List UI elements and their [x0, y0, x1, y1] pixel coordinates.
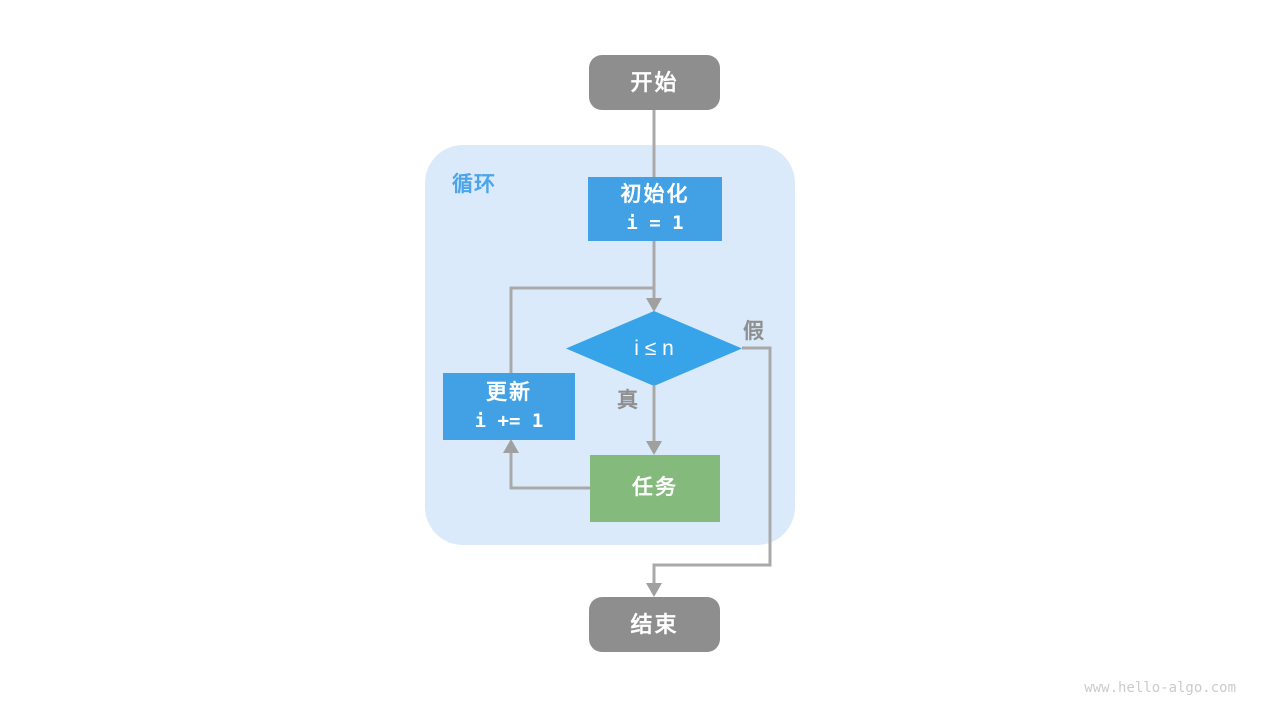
arrowhead-into-update: [503, 439, 519, 453]
connector-task-to-update: [509, 451, 590, 490]
update-node-code: i += 1: [474, 409, 544, 432]
init-node-code: i = 1: [626, 212, 684, 235]
loop-container-label: 循环: [452, 173, 496, 196]
arrowhead-into-end: [646, 583, 662, 597]
init-node: 初始化 i = 1: [588, 177, 722, 241]
site-watermark: www.hello-algo.com: [1084, 680, 1236, 696]
update-node-title: 更新: [486, 380, 532, 404]
branch-label-false: 假: [743, 320, 764, 343]
task-node-label: 任务: [632, 476, 678, 500]
arrowhead-into-condition: [646, 298, 662, 312]
connector-condition-to-end: [652, 346, 772, 585]
task-node: 任务: [590, 455, 720, 522]
branch-label-true: 真: [617, 389, 638, 412]
start-node-label: 开始: [630, 69, 679, 95]
connector-update-to-condition: [509, 286, 654, 373]
update-node: 更新 i += 1: [443, 373, 575, 440]
end-node-label: 结束: [630, 611, 679, 637]
end-node: 结束: [589, 597, 720, 652]
condition-node-label: i ≤ n: [634, 336, 674, 360]
init-node-title: 初始化: [620, 183, 690, 206]
arrowhead-into-task: [646, 441, 662, 455]
start-node: 开始: [589, 55, 720, 110]
